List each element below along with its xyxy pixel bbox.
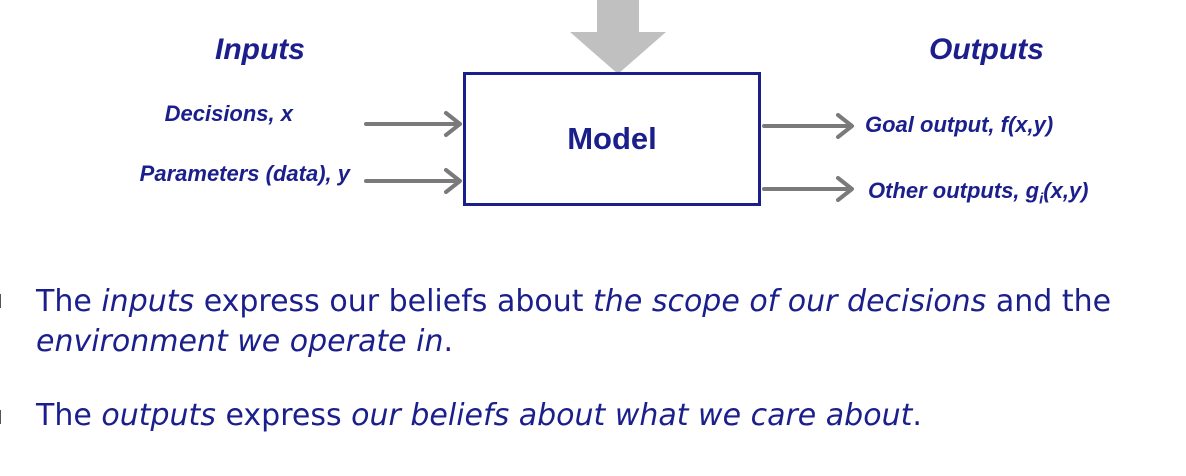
bullet-marker-1 <box>0 294 1 308</box>
model-diagram <box>364 0 854 202</box>
goal-output-arrow <box>762 113 854 139</box>
output-label-other-subscript: i <box>1039 190 1044 208</box>
model-box: Model <box>463 72 761 206</box>
input-label-parameters: Parameters (data), y <box>139 161 350 186</box>
input-label-decisions: Decisions, x <box>164 101 293 126</box>
outputs-heading: Outputs <box>929 33 1044 66</box>
parameters-arrow <box>364 168 462 194</box>
top-input-arrow <box>570 0 666 74</box>
bullet-outputs-line-1: The outputs express our beliefs about wh… <box>36 398 922 433</box>
bullet-inputs-line-1: The inputs express our beliefs about the… <box>36 284 1112 319</box>
output-label-goal: Goal output, f(x,y) <box>865 112 1054 137</box>
output-label-other: Other outputs, gi(x,y) <box>868 178 1089 208</box>
bullet-inputs-line-2: environment we operate in. <box>36 324 454 359</box>
model-label: Model <box>567 121 657 156</box>
output-label-other-prefix: Other outputs, g <box>868 178 1040 203</box>
inputs-heading: Inputs <box>215 33 305 66</box>
bullet-outputs: The outputs express our beliefs about wh… <box>36 396 922 436</box>
bullet-inputs: The inputs express our beliefs about the… <box>36 282 1111 362</box>
decisions-arrow <box>364 111 462 137</box>
output-label-other-suffix: (x,y) <box>1043 178 1089 203</box>
other-outputs-arrow <box>762 176 854 202</box>
bullet-marker-2 <box>0 410 1 424</box>
